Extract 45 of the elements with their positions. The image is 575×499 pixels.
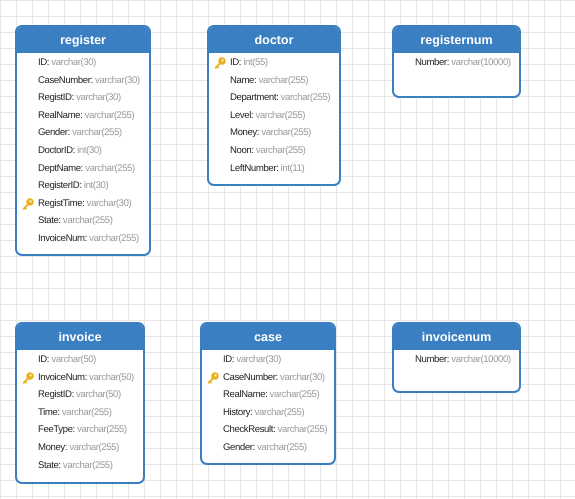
column-field: ID: int(55) — [230, 57, 268, 68]
column-field: ID: varchar(30) — [38, 57, 96, 68]
column-field: Money: varchar(255) — [230, 127, 311, 138]
column-field: DeptName: varchar(255) — [38, 162, 135, 174]
column-field: Time: varchar(255) — [38, 406, 112, 418]
column-field: CaseNumber: varchar(30) — [38, 74, 140, 86]
table-title: register — [17, 27, 149, 53]
column-field: History: varchar(255) — [223, 406, 304, 418]
table-title: registernum — [394, 27, 519, 53]
column-field: CaseNumber: varchar(30) — [223, 372, 325, 383]
column-field: FeeType: varchar(255) — [38, 424, 127, 436]
column-field: Level: varchar(255) — [230, 110, 306, 121]
table-title: invoice — [17, 324, 143, 350]
table-title: invoicenum — [394, 324, 519, 350]
table-card — [200, 322, 336, 465]
column-field: LeftNumber: int(11) — [230, 162, 304, 174]
table-card — [392, 25, 521, 98]
column-field: Number: varchar(10000) — [415, 57, 511, 68]
table-card — [15, 322, 145, 484]
column-field: Money: varchar(255) — [38, 442, 119, 453]
table-title: case — [202, 324, 334, 350]
column-field: RealName: varchar(255) — [38, 110, 134, 121]
column-field: CheckResult: varchar(255) — [223, 424, 328, 436]
table-card — [207, 25, 341, 186]
column-field: InvoiceNum: varchar(255) — [38, 233, 139, 244]
column-field: State: varchar(255) — [38, 215, 113, 226]
column-field: RegisterID: int(30) — [38, 180, 108, 192]
column-field: ID: varchar(30) — [223, 354, 281, 365]
column-field: RegistID: varchar(30) — [38, 92, 121, 104]
table-title: doctor — [209, 27, 339, 53]
column-field: ID: varchar(50) — [38, 354, 96, 365]
column-field: DoctorID: int(30) — [38, 145, 102, 156]
column-field: Name: varchar(255) — [230, 74, 308, 86]
table-card — [15, 25, 151, 256]
column-field: Gender: varchar(255) — [38, 127, 122, 138]
column-field: Gender: varchar(255) — [223, 442, 307, 453]
column-field: RegistTime: varchar(30) — [38, 198, 132, 209]
column-field: InvoiceNum: varchar(50) — [38, 372, 134, 383]
column-field: Number: varchar(10000) — [415, 354, 511, 365]
column-field: State: varchar(255) — [38, 460, 113, 471]
column-field: RegistID: varchar(50) — [38, 389, 121, 400]
column-field: Noon: varchar(255) — [230, 145, 306, 156]
column-field: Department: varchar(255) — [230, 92, 330, 104]
column-field: RealName: varchar(255) — [223, 389, 320, 400]
table-card — [392, 322, 521, 393]
